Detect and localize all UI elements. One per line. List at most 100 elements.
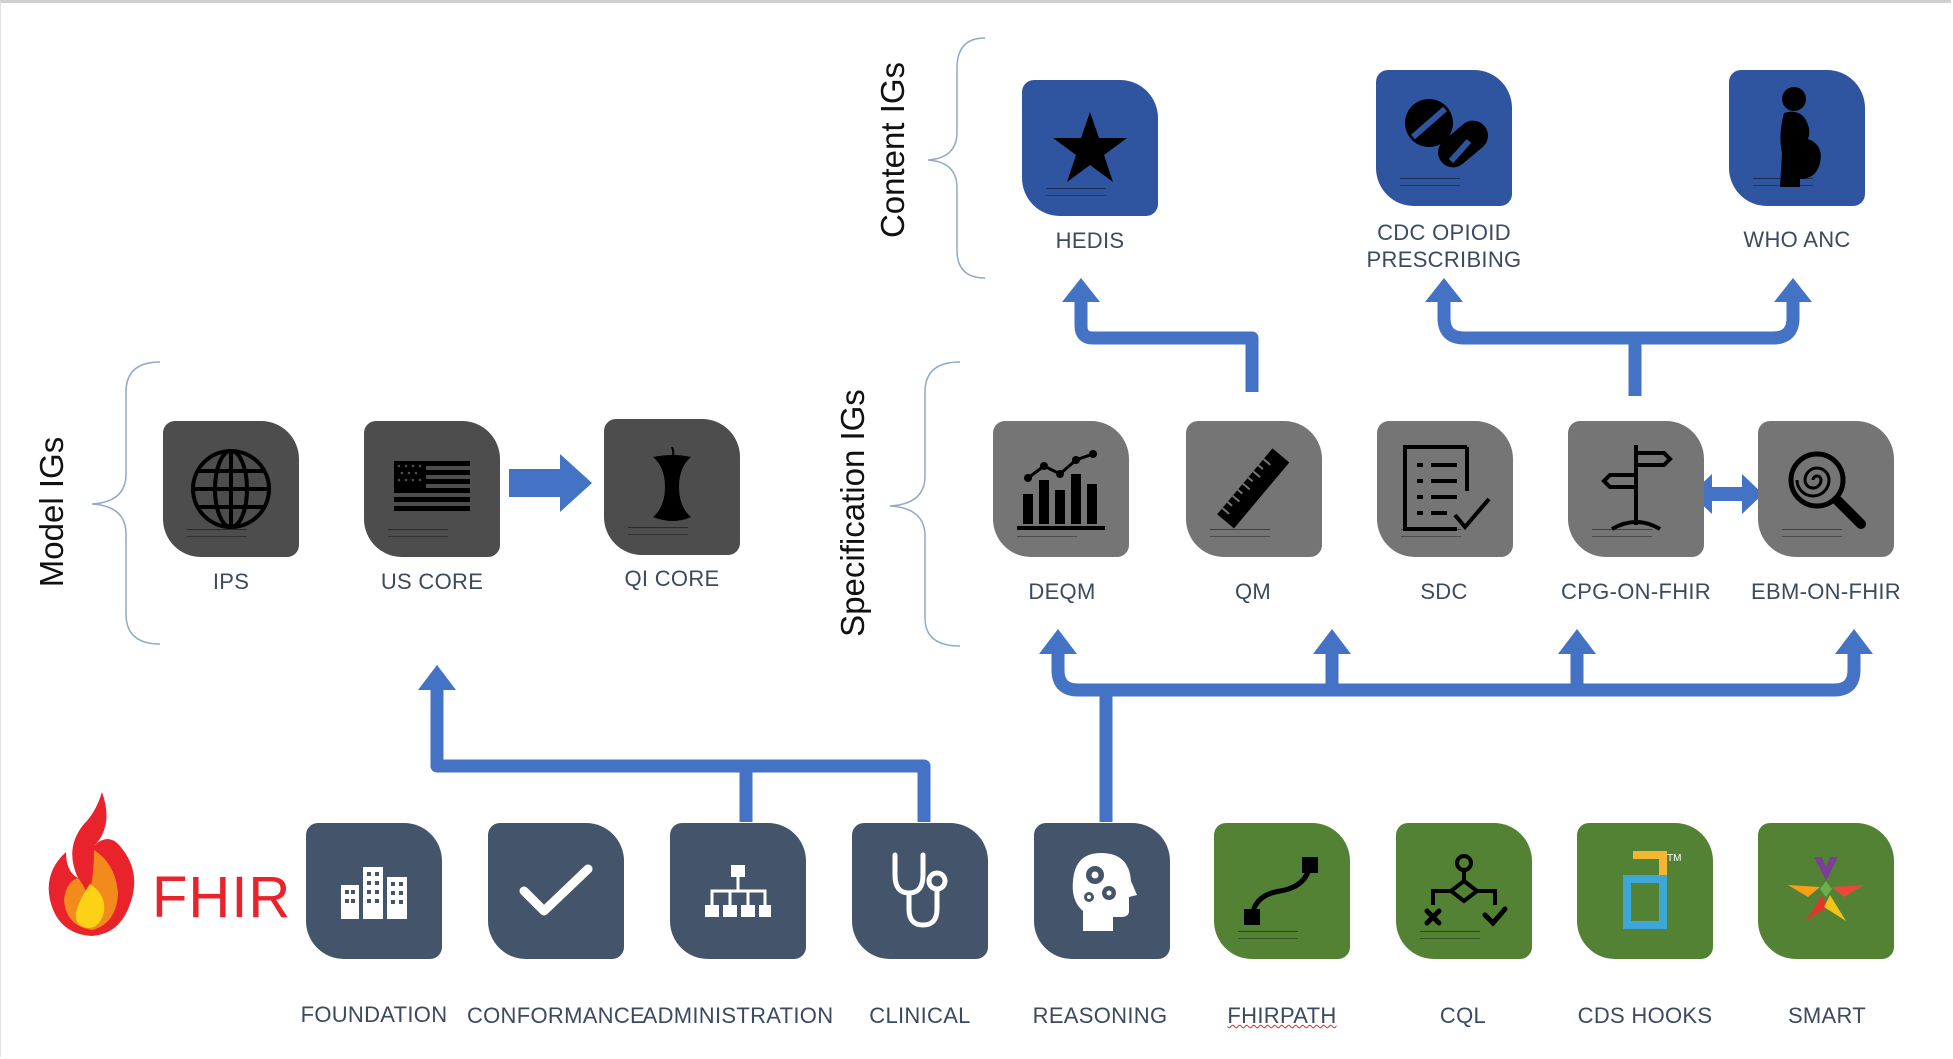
signpost-icon [1601,445,1673,531]
administration-label: ADMINISTRATION [642,1003,834,1028]
cql-tile[interactable] [1396,823,1532,959]
icon-credit [1017,529,1077,537]
cpg-on-fhir-label: CPG-ON-FHIR [1561,579,1711,604]
cdc-opioid-label: CDC OPIOID PRESCRIBING [1367,219,1522,273]
icon-credit [388,529,448,537]
hedis-tile[interactable] [1022,80,1158,216]
foundation-tile[interactable] [306,823,442,959]
cds-hooks-label: CDS HOOKS [1577,1003,1713,1028]
ebm-on-fhir-tile[interactable] [1758,421,1894,557]
specification-igs-title: Specification IGs [834,389,871,637]
icon-credit [1782,529,1842,537]
icon-credit [1046,188,1106,196]
reasoning-label: REASONING [1032,1003,1168,1028]
who-anc-tile[interactable] [1729,70,1865,206]
arrowhead-qm [1313,629,1351,654]
foundation-label: FOUNDATION [300,1002,448,1027]
icon-credit [187,529,247,537]
path-icon [1244,857,1318,925]
arrowhead-ebm [1835,629,1873,654]
checkmark-icon [519,864,593,916]
cpg-on-fhir-tile[interactable] [1568,421,1704,557]
us-core-tile[interactable] [364,421,500,557]
cdc-opioid-label-line1: CDC OPIOID [1377,220,1511,245]
org-chart-icon [705,865,771,917]
clinical-label: CLINICAL [869,1003,971,1028]
us-flag-icon [394,461,470,511]
fhirpath-label: FHIRPATH [1227,1003,1337,1028]
arrowhead-deqm [1039,629,1077,654]
qi-core-label: QI CORE [624,566,720,591]
icon-credit [1238,931,1298,939]
icon-credit [628,527,688,535]
pregnant-woman-icon [1780,87,1821,187]
clinical-tile[interactable] [852,823,988,959]
arrowhead-cdc [1425,278,1463,302]
apple-core-icon [653,447,691,521]
bar-chart-icon [1017,450,1105,530]
reasoning-tile[interactable] [1034,823,1170,959]
checklist-icon [1403,445,1491,531]
model-igs-title: Model IGs [33,436,70,588]
icon-credit [1401,529,1461,537]
ips-label: IPS [212,569,250,594]
hedis-label: HEDIS [1055,228,1125,253]
star-icon [1053,112,1127,182]
icon-credit [1753,178,1813,186]
brace-content [927,37,986,279]
sdc-tile[interactable] [1377,421,1513,557]
smart-logo-icon [1788,857,1864,921]
qm-tile[interactable] [1186,421,1322,557]
qm-label: QM [1234,579,1272,604]
administration-tile[interactable] [670,823,806,959]
deqm-tile[interactable] [993,421,1129,557]
globe-icon [191,449,271,529]
icon-credit [1400,178,1460,186]
icon-credit [1420,931,1480,939]
content-igs-title: Content IGs [874,61,911,239]
connector-content-bus [1437,298,1800,345]
icon-credit [1210,529,1270,537]
brace-model [91,361,161,645]
ebm-on-fhir-label: EBM-ON-FHIR [1751,579,1901,604]
stethoscope-icon [892,852,948,928]
arrowhead-cpg [1558,629,1596,654]
magnifier-icon [1788,451,1866,529]
svg-text:TM: TM [1667,853,1681,864]
ips-tile[interactable] [163,421,299,557]
qi-core-tile[interactable] [604,419,740,555]
cds-hooks-tile[interactable]: TM [1577,823,1713,959]
arrowhead-uscore [418,665,456,690]
brace-spec [889,361,961,647]
cdc-opioid-label-line2: PRESCRIBING [1366,247,1522,272]
brain-gears-icon [1072,853,1137,931]
arrow-uscore-to-qicore [509,454,592,512]
cdc-opioid-tile[interactable] [1376,70,1512,206]
cds-hooks-icon: TM [1623,851,1681,929]
us-core-label: US CORE [380,569,484,594]
ruler-icon [1217,448,1290,529]
arrow-cpg-ebm [1691,474,1763,514]
smart-label: SMART [1787,1003,1867,1028]
deqm-label: DEQM [1028,579,1096,604]
pills-icon [1405,99,1488,168]
cql-label: CQL [1439,1003,1487,1028]
icon-credit [1592,529,1652,537]
sdc-label: SDC [1420,579,1468,604]
connector-qm-to-hedis [1074,298,1259,392]
fhir-flame-icon [48,792,135,936]
buildings-icon [341,867,407,919]
who-anc-label: WHO ANC [1743,227,1851,252]
smart-tile[interactable] [1758,823,1894,959]
conformance-tile[interactable] [488,823,624,959]
arrowhead-hedis [1062,278,1100,302]
fhirpath-tile[interactable] [1214,823,1350,959]
fhir-logo-text: FHIR [152,865,292,930]
decision-icon [1424,854,1508,927]
connector-clinical-to-uscore [430,690,931,822]
connector-spec-bus [1051,652,1861,697]
conformance-label: CONFORMANCE [466,1003,646,1028]
arrowhead-who [1774,278,1812,302]
